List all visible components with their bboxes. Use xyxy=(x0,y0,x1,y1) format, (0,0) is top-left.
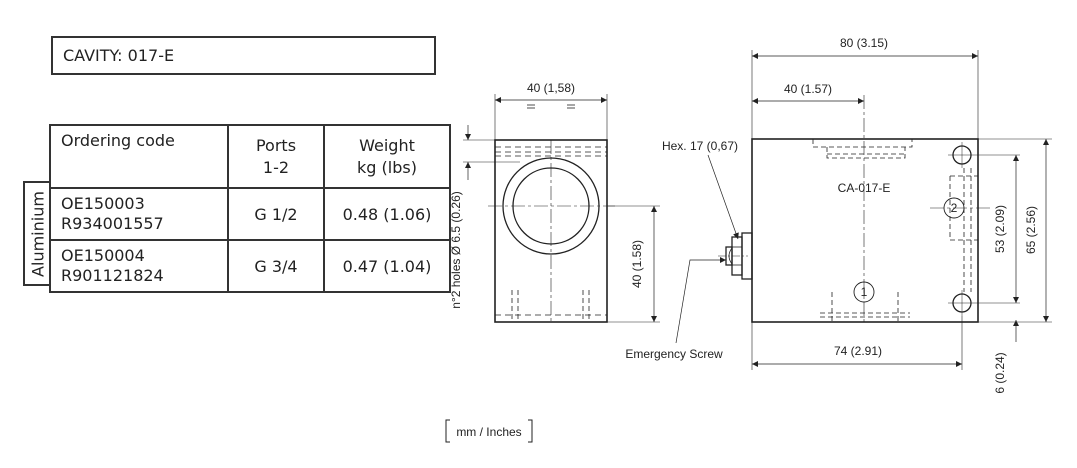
port-1-callout xyxy=(853,281,875,303)
ordering-table: Ordering code Ports 1-2 Weight kg (lbs) … xyxy=(49,124,451,293)
cavity-code-label: CA-017-E xyxy=(838,181,891,195)
cavity-label: CAVITY: 017-E xyxy=(51,36,436,75)
front-view xyxy=(675,50,1052,370)
offset-6-label: 6 (0.24) xyxy=(993,352,1007,393)
port-1-label: 1 xyxy=(861,285,868,299)
ordering-code-cell: OE150003 R934001557 xyxy=(49,187,229,241)
table-row: OE150004 R901121824 G 3/4 0.47 (1.04) xyxy=(49,239,451,293)
material-label: Aluminium xyxy=(23,181,51,286)
table-row: OE150003 R934001557 G 1/2 0.48 (1.06) xyxy=(49,187,451,241)
overall-width-label: 80 (3.15) xyxy=(840,36,888,50)
hex-label: Hex. 17 (0,67) xyxy=(662,139,738,153)
emergency-screw-label: Emergency Screw xyxy=(625,347,723,361)
ports-cell: G 1/2 xyxy=(227,187,325,241)
table-header-row: Ordering code Ports 1-2 Weight kg (lbs) xyxy=(49,124,451,189)
front-view-body xyxy=(751,138,979,323)
header-ports-label: Ports xyxy=(255,135,297,155)
ordering-code-cell: OE150004 R901121824 xyxy=(49,239,229,293)
header-ports: Ports 1-2 xyxy=(227,124,325,189)
holes-label: n°2 holes Ø 6.5 (0.26) xyxy=(449,191,463,309)
ordering-code: OE150003 xyxy=(61,194,145,213)
header-weight-label: Weight xyxy=(359,135,415,155)
units-label: mm / Inches xyxy=(456,425,521,439)
height-53-label: 53 (2.09) xyxy=(993,205,1007,253)
emergency-screw xyxy=(718,232,753,280)
port-2-callout xyxy=(943,197,965,219)
part-number: R901121824 xyxy=(61,266,164,285)
half-width-label: 40 (1.57) xyxy=(784,82,832,96)
header-ports-numbers: 1-2 xyxy=(262,157,290,177)
units-brackets xyxy=(445,419,533,443)
ordering-code: OE150004 xyxy=(61,246,145,265)
port-2-label: 2 xyxy=(951,201,958,215)
header-weight-unit: kg (lbs) xyxy=(357,157,417,177)
header-ordering-code: Ordering code xyxy=(49,124,229,189)
side-top-width-label: 40 (1,58) xyxy=(527,81,575,95)
ports-cell: G 3/4 xyxy=(227,239,325,293)
side-view xyxy=(463,94,660,323)
side-height-label: 40 (1.58) xyxy=(630,240,644,288)
weight-cell: 0.47 (1.04) xyxy=(323,239,451,293)
body-width-label: 74 (2.91) xyxy=(834,344,882,358)
height-65-label: 65 (2.56) xyxy=(1024,206,1038,254)
weight-cell: 0.48 (1.06) xyxy=(323,187,451,241)
header-weight: Weight kg (lbs) xyxy=(323,124,451,189)
part-number: R934001557 xyxy=(61,214,164,233)
